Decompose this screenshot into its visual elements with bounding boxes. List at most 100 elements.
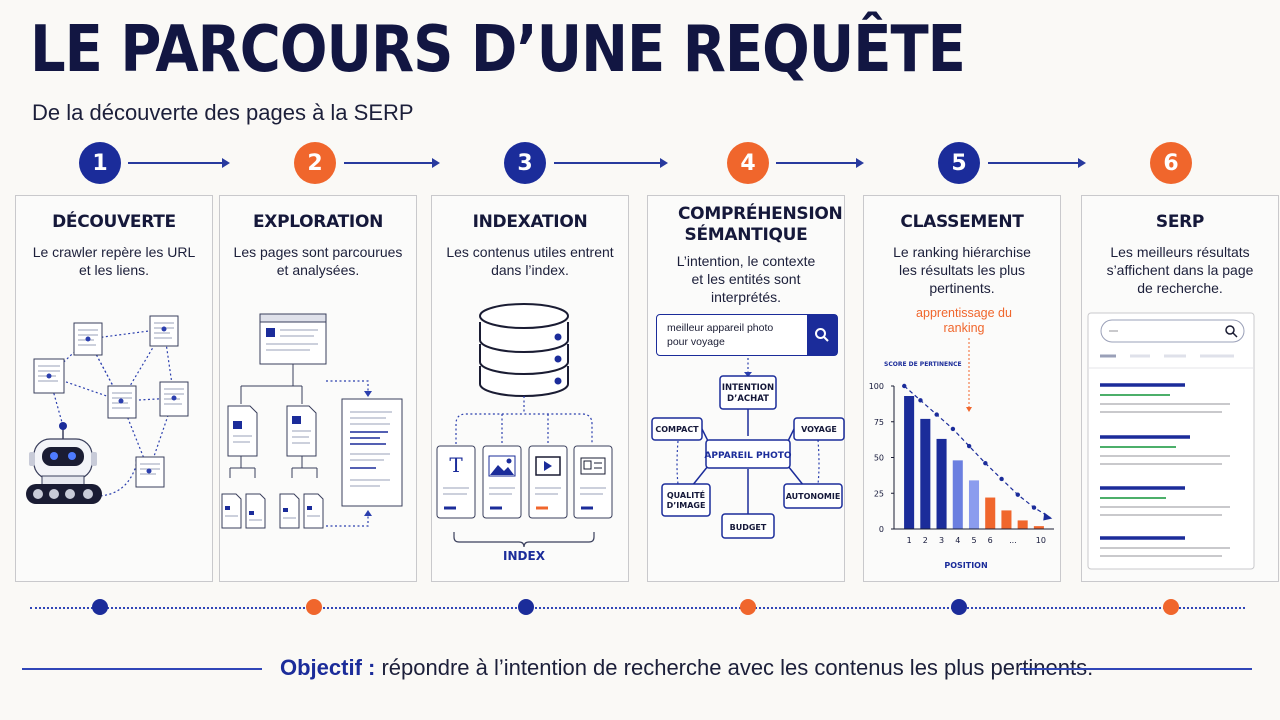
card-description: Le crawler repère les URL et les liens.	[32, 244, 196, 278]
card-description: Les pages sont parcourues et analysées.	[233, 244, 403, 278]
center-node: APPAREIL PHOTO	[704, 451, 792, 461]
chart-trend-point	[1015, 492, 1020, 497]
step-number-5: 5	[938, 142, 980, 184]
chart-x-tick: 2	[923, 536, 928, 545]
card-title: DÉCOUVERTE	[52, 212, 176, 232]
chart-trend-point	[1031, 505, 1037, 510]
robot-icon	[26, 422, 102, 504]
crawler-graph-illustration	[26, 315, 189, 504]
chart-x-tick: ...	[1009, 536, 1017, 545]
step-number-6: 6	[1150, 142, 1192, 184]
voyage-node: VOYAGE	[801, 425, 837, 434]
chart-x-tick: 4	[955, 536, 960, 545]
database-icon	[479, 303, 569, 397]
timeline-dot-1	[92, 599, 108, 615]
index-label: INDEX	[503, 549, 546, 563]
chart-trend-point	[902, 383, 907, 389]
chart-bar	[952, 460, 963, 529]
chart-trend-point	[918, 398, 923, 403]
card-title: EXPLORATION	[252, 212, 384, 232]
text-icon: T	[449, 453, 463, 477]
compact-node: COMPACT	[655, 425, 699, 434]
chart-bar	[968, 480, 980, 529]
card-semantique: COMPRÉHENSION SÉMANTIQUE L’intention, le…	[647, 195, 845, 582]
chart-bar	[1033, 526, 1044, 529]
step-number-2: 2	[294, 142, 336, 184]
chart-trend-point	[983, 461, 988, 466]
chart-trend-point	[934, 412, 939, 417]
chart-x-tick: 10	[1036, 536, 1046, 545]
timeline-dot-4	[740, 599, 756, 615]
card-description: Les contenus utiles entrent dans l’index…	[446, 244, 614, 278]
search-icon	[815, 328, 829, 342]
chart-bar	[985, 497, 996, 529]
chart-y-tick: 0	[879, 525, 884, 534]
chart-trend-point	[966, 443, 972, 449]
objective-statement: Objectif : répondre à l’intention de rec…	[280, 655, 1093, 681]
document-icon	[580, 457, 606, 475]
serp-illustration	[1087, 312, 1255, 570]
semantic-graph-illustration: INTENTION D’ACHAT COMPACT VOYAGE APPAREI…	[651, 358, 845, 539]
chart-trend-point	[999, 476, 1004, 482]
ranking-chart: SCORE DE PERTINENCE POSITION 10075502501…	[869, 338, 1054, 570]
chart-x-tick: 1	[907, 536, 912, 545]
intent-node-line1: INTENTION	[722, 383, 774, 393]
page-subtitle: De la découverte des pages à la SERP	[32, 100, 414, 125]
chart-trend-line	[903, 385, 1051, 519]
semantic-search-query: meilleur appareil photo pour voyage	[667, 322, 774, 348]
objective-text: répondre à l’intention de recherche avec…	[381, 655, 1094, 680]
step-number-3: 3	[504, 142, 546, 184]
arrow-1-2	[128, 158, 230, 168]
card-exploration: EXPLORATION Les pages sont parcourues et…	[219, 195, 417, 582]
chart-trend-arrow	[1043, 512, 1053, 521]
qualite-node-line2: D’IMAGE	[667, 501, 706, 510]
timeline-dot-2	[306, 599, 322, 615]
card-title: CLASSEMENT	[900, 212, 1024, 232]
chart-bar	[936, 438, 947, 529]
chart-bar	[904, 396, 915, 529]
image-icon	[488, 455, 516, 477]
objective-label: Objectif :	[280, 655, 376, 680]
chart-y-tick: 25	[874, 489, 884, 498]
chart-x-tick: 3	[939, 536, 944, 545]
autonomie-node: AUTONOMIE	[786, 492, 841, 501]
semantic-search-box[interactable]: meilleur appareil photo pour voyage	[656, 314, 838, 356]
intent-node-line2: D’ACHAT	[727, 394, 769, 404]
page-title: LE PARCOURS D’UNE REQUÊTE	[30, 12, 966, 87]
ranking-annotation: apprentissage du ranking	[916, 306, 1012, 335]
timeline-dot-5	[951, 599, 967, 615]
arrow-3-4	[554, 158, 668, 168]
serp-results	[1100, 383, 1230, 557]
bottom-timeline	[30, 607, 1245, 609]
timeline-dot-6	[1163, 599, 1179, 615]
video-icon	[535, 456, 561, 476]
step-number-4: 4	[727, 142, 769, 184]
page-tree-illustration	[221, 313, 403, 529]
chart-y-tick: 75	[874, 418, 884, 427]
arrow-2-3	[344, 158, 440, 168]
chart-x-tick: 6	[988, 536, 993, 545]
card-serp: SERP Les meilleurs résultats s’affichent…	[1081, 195, 1279, 582]
step-number-1: 1	[79, 142, 121, 184]
chart-bar	[920, 418, 931, 529]
card-description: L’intention, le contexte et les entités …	[676, 253, 816, 305]
card-title: INDEXATION	[472, 212, 588, 232]
chart-xlabel: POSITION	[944, 561, 987, 570]
card-description: Le ranking hiérarchise les résultats les…	[893, 244, 1031, 296]
card-indexation: INDEXATION Les contenus utiles entrent d…	[431, 195, 629, 582]
card-decouverte: DÉCOUVERTE Le crawler repère les URL et …	[15, 195, 213, 582]
arrow-4-5	[776, 158, 864, 168]
search-button[interactable]	[807, 315, 837, 355]
search-icon	[1225, 325, 1238, 338]
card-classement: CLASSEMENT Le ranking hiérarchise les ré…	[863, 195, 1061, 582]
budget-node: BUDGET	[730, 523, 767, 532]
chart-x-tick: 5	[971, 536, 976, 545]
steps-timeline: 1 2 3 4 5 6	[0, 140, 1280, 190]
chart-trend-point	[950, 426, 956, 432]
index-database-illustration: T INDEX	[436, 303, 613, 563]
timeline-dot-3	[518, 599, 534, 615]
chart-bar	[1017, 520, 1028, 529]
arrow-5-6	[988, 158, 1086, 168]
card-title: COMPRÉHENSION SÉMANTIQUE	[678, 204, 843, 245]
objective-rule-left	[22, 668, 262, 670]
